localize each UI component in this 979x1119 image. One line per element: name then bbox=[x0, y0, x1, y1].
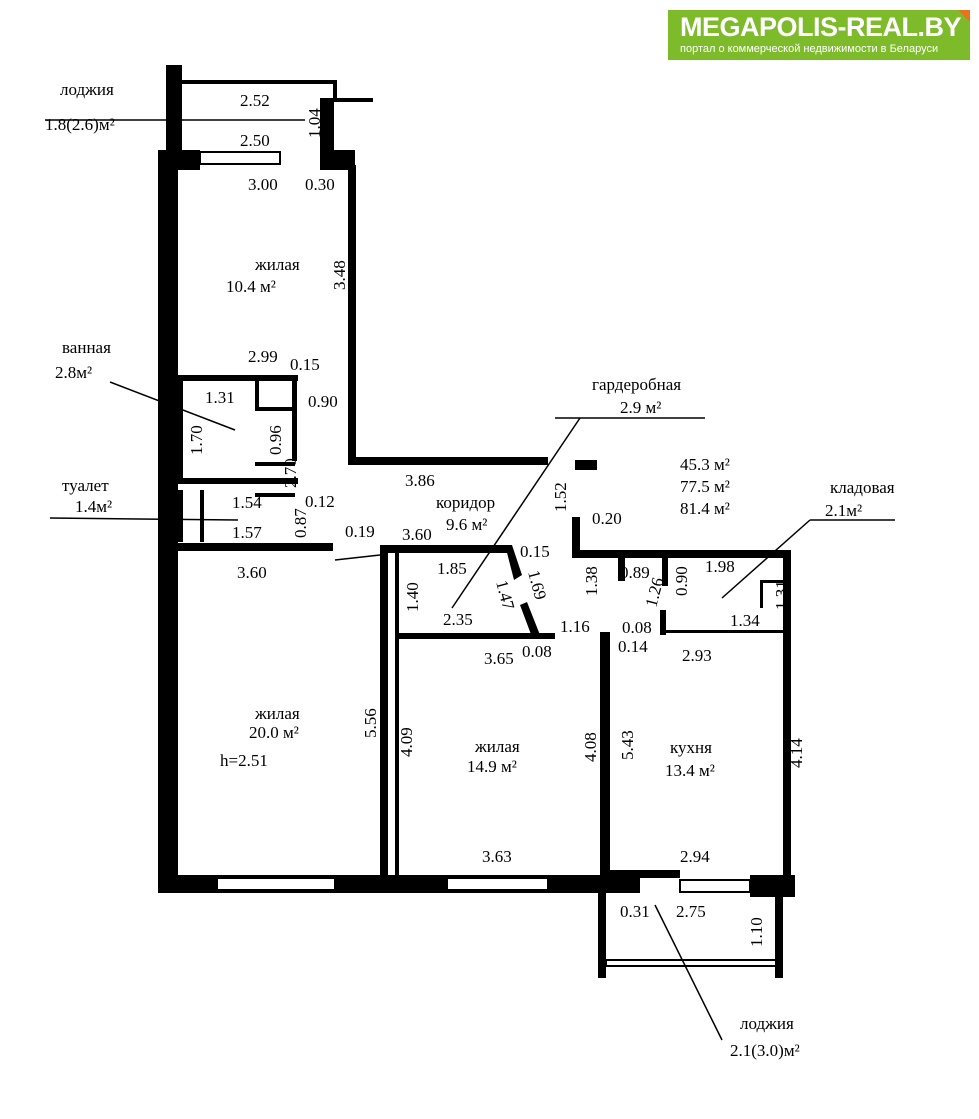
room-area: 20.0 м² bbox=[249, 723, 299, 742]
room-area: 14.9 м² bbox=[467, 757, 517, 776]
dimension: 3.60 bbox=[237, 563, 267, 582]
room-area: 13.4 м² bbox=[665, 761, 715, 780]
dimension: 0.08 bbox=[622, 618, 652, 637]
dimension: 3.48 bbox=[330, 260, 349, 290]
room-name: кладовая bbox=[830, 478, 895, 497]
dimension: 0.15 bbox=[290, 355, 320, 374]
dimension: 0.12 bbox=[305, 492, 335, 511]
room-area: 1.8(2.6)м² bbox=[45, 115, 115, 134]
dimension: 4.14 bbox=[787, 738, 806, 768]
dimension: 1.98 bbox=[705, 557, 735, 576]
dimension: 1.47 bbox=[492, 578, 518, 612]
dimension: 1.54 bbox=[232, 493, 262, 512]
dimension: 5.43 bbox=[618, 730, 637, 760]
room-name: жилая bbox=[254, 704, 300, 723]
dimension: 0.96 bbox=[266, 425, 285, 455]
dimension: 0.90 bbox=[672, 566, 691, 596]
dimension: 1.31 bbox=[205, 388, 235, 407]
dimension: 2.99 bbox=[248, 347, 278, 366]
room-area: 1.4м² bbox=[75, 497, 112, 516]
dimension: 0.20 bbox=[592, 509, 622, 528]
room-name: жилая bbox=[474, 737, 520, 756]
dimension: 1.10 bbox=[747, 917, 766, 947]
dimension: 2.94 bbox=[680, 847, 710, 866]
dimension: 2.50 bbox=[240, 131, 270, 150]
room-height: h=2.51 bbox=[220, 751, 268, 770]
dimension: 3.65 bbox=[484, 649, 514, 668]
dimension: 1.85 bbox=[437, 559, 467, 578]
dimension: 0.19 bbox=[345, 522, 375, 541]
dimension: 2.93 bbox=[682, 646, 712, 665]
dimension: 4.09 bbox=[397, 727, 416, 757]
dimension: 0.08 bbox=[522, 642, 552, 661]
room-name: ванная bbox=[62, 338, 111, 357]
room-name: коридор bbox=[436, 493, 495, 512]
dimension: 1.38 bbox=[582, 566, 601, 596]
total-area: 81.4 м² bbox=[680, 499, 730, 518]
dimension: 3.00 bbox=[248, 175, 278, 194]
room-name: кухня bbox=[670, 738, 712, 757]
room-area: 2.1м² bbox=[825, 501, 862, 520]
room-area: 2.1(3.0)м² bbox=[730, 1041, 800, 1060]
dimension: 0.89 bbox=[620, 563, 650, 582]
room-area: 10.4 м² bbox=[226, 277, 276, 296]
dimension: 1.40 bbox=[403, 582, 422, 612]
dimension: 1.16 bbox=[560, 617, 590, 636]
logo[interactable]: MEGAPOLIS-REAL.BY портал о коммерческой … bbox=[668, 10, 970, 60]
room-name: жилая bbox=[254, 255, 300, 274]
total-area: 45.3 м² bbox=[680, 455, 730, 474]
dimension: 2.70 bbox=[281, 458, 300, 488]
dimension: 2.35 bbox=[443, 610, 473, 629]
room-area: 2.8м² bbox=[55, 363, 92, 382]
total-area: 77.5 м² bbox=[680, 477, 730, 496]
dimension: 1.57 bbox=[232, 523, 262, 542]
room-name: лоджия bbox=[740, 1014, 794, 1033]
dimension: 1.31 bbox=[772, 580, 791, 610]
logo-subtitle: портал о коммерческой недвижимости в Бел… bbox=[680, 43, 939, 55]
dimension: 1.70 bbox=[187, 425, 206, 455]
dimensions: 2.52 1.04 2.50 3.00 0.30 3.48 2.99 0.15 … bbox=[187, 91, 806, 947]
room-name: туалет bbox=[62, 476, 109, 495]
dimension: 1.34 bbox=[730, 611, 760, 630]
room-name: лоджия bbox=[60, 80, 114, 99]
dimension: 4.08 bbox=[581, 732, 600, 762]
dimension: 3.86 bbox=[405, 471, 435, 490]
dimension: 0.14 bbox=[618, 637, 648, 656]
dimension: 0.90 bbox=[308, 392, 338, 411]
room-area: 9.6 м² bbox=[446, 515, 487, 534]
room-name: гардеробная bbox=[592, 375, 681, 394]
logo-corner bbox=[958, 10, 970, 22]
dimension: 0.30 bbox=[305, 175, 335, 194]
dimension: 0.31 bbox=[620, 902, 650, 921]
dimension: 3.60 bbox=[402, 525, 432, 544]
leader-lines bbox=[45, 119, 895, 1041]
dimension: 3.63 bbox=[482, 847, 512, 866]
dimension: 5.56 bbox=[361, 708, 380, 738]
dimension: 0.15 bbox=[520, 542, 550, 561]
logo-title: MEGAPOLIS-REAL.BY bbox=[680, 12, 962, 42]
room-area: 2.9 м² bbox=[620, 398, 661, 417]
dimension: 2.75 bbox=[676, 902, 706, 921]
dimension: 0.87 bbox=[291, 508, 310, 538]
walls bbox=[158, 65, 795, 978]
dimension: 1.52 bbox=[551, 482, 570, 512]
dimension: 1.69 bbox=[524, 568, 550, 602]
dimension: 1.04 bbox=[305, 108, 324, 138]
dimension: 2.52 bbox=[240, 91, 270, 110]
